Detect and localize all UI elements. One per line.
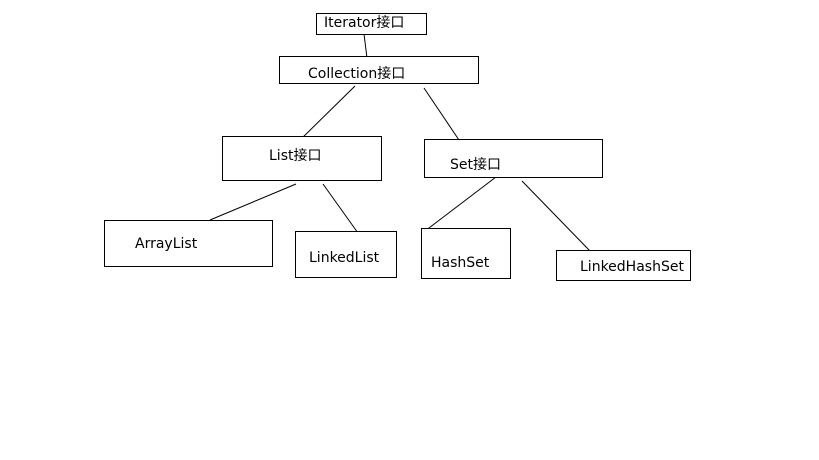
edge-list-linkedlist (322, 183, 359, 234)
linkedhashset-label: LinkedHashSet (580, 259, 684, 275)
linkedlist-label: LinkedList (309, 250, 380, 266)
iterator-node (316, 13, 427, 35)
edge-collection-set (423, 87, 462, 144)
edge-collection-list (297, 85, 356, 143)
linkedhashset-node (556, 250, 691, 281)
edge-set-linkedhashset (521, 180, 591, 252)
hashset-label: HashSet (431, 255, 490, 271)
edge-set-hashset (424, 176, 497, 232)
list-label: List接口 (269, 148, 322, 164)
edge-list-arraylist (209, 183, 297, 221)
collection-node (279, 56, 479, 84)
collection-label: Collection接口 (308, 66, 406, 82)
arraylist-node (104, 220, 273, 267)
set-label: Set接口 (450, 157, 501, 173)
edge-iterator-collection (363, 33, 368, 59)
arraylist-label: ArrayList (135, 236, 198, 252)
list-node (222, 136, 382, 181)
hashset-node (421, 228, 511, 279)
iterator-label: Iterator接口 (324, 15, 405, 31)
linkedlist-node (295, 231, 397, 278)
set-node (424, 139, 603, 178)
